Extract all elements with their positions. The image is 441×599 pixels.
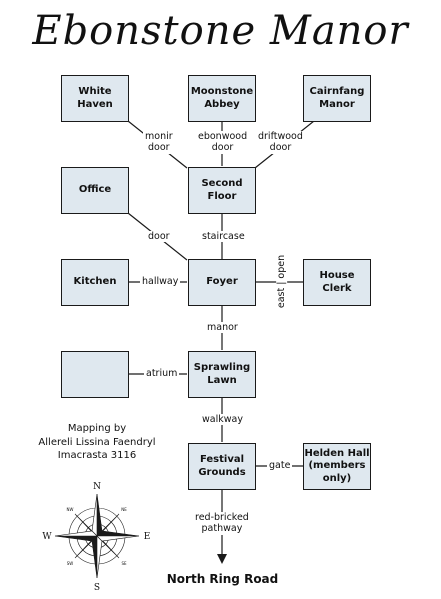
label-monir-door: monir door — [143, 131, 175, 154]
label-manor: manor — [205, 322, 240, 334]
room-helden-hall[interactable]: Helden Hall (members only) — [303, 443, 371, 490]
room-office[interactable]: Office — [61, 167, 129, 214]
room-festival-grounds[interactable]: Festival Grounds — [188, 443, 256, 490]
map-title: Ebonstone Manor — [32, 8, 409, 54]
map-credit: Mapping by Allereli Lissina Faendryl Ima… — [38, 423, 156, 461]
label-east-open: east | open — [276, 253, 288, 310]
label-staircase: staircase — [200, 231, 247, 243]
label-driftwood-door: driftwood door — [256, 131, 305, 154]
compass-sw: SW — [67, 561, 74, 566]
compass-s: S — [94, 583, 100, 592]
room-foyer[interactable]: Foyer — [188, 259, 256, 306]
room-kitchen[interactable]: Kitchen — [61, 259, 129, 306]
compass-ne: NE — [121, 507, 127, 512]
compass-e: E — [144, 532, 151, 542]
room-moonstone-abbey[interactable]: Moonstone Abbey — [188, 75, 256, 122]
compass-rose-icon: N S W E NW NE SW SE — [42, 482, 151, 592]
room-unnamed[interactable] — [61, 351, 129, 398]
label-ebonwood-door: ebonwood door — [196, 131, 250, 154]
compass-nw: NW — [67, 507, 74, 512]
destination-label: North Ring Road — [166, 572, 279, 586]
compass-n: N — [93, 482, 101, 492]
label-walkway: walkway — [200, 414, 245, 426]
pathway-arrowhead — [217, 554, 227, 564]
label-gate: gate — [267, 460, 293, 472]
label-red-bricked-pathway: red-bricked pathway — [193, 512, 251, 535]
room-second-floor[interactable]: Second Floor — [188, 167, 256, 214]
room-white-haven[interactable]: White Haven — [61, 75, 129, 122]
label-hallway: hallway — [140, 276, 181, 288]
compass-se: SE — [121, 561, 127, 566]
room-house-clerk[interactable]: House Clerk — [303, 259, 371, 306]
room-sprawling-lawn[interactable]: Sprawling Lawn — [188, 351, 256, 398]
label-door: door — [146, 231, 172, 243]
room-cairnfang-manor[interactable]: Cairnfang Manor — [303, 75, 371, 122]
compass-w: W — [42, 532, 52, 542]
label-atrium: atrium — [144, 368, 180, 380]
